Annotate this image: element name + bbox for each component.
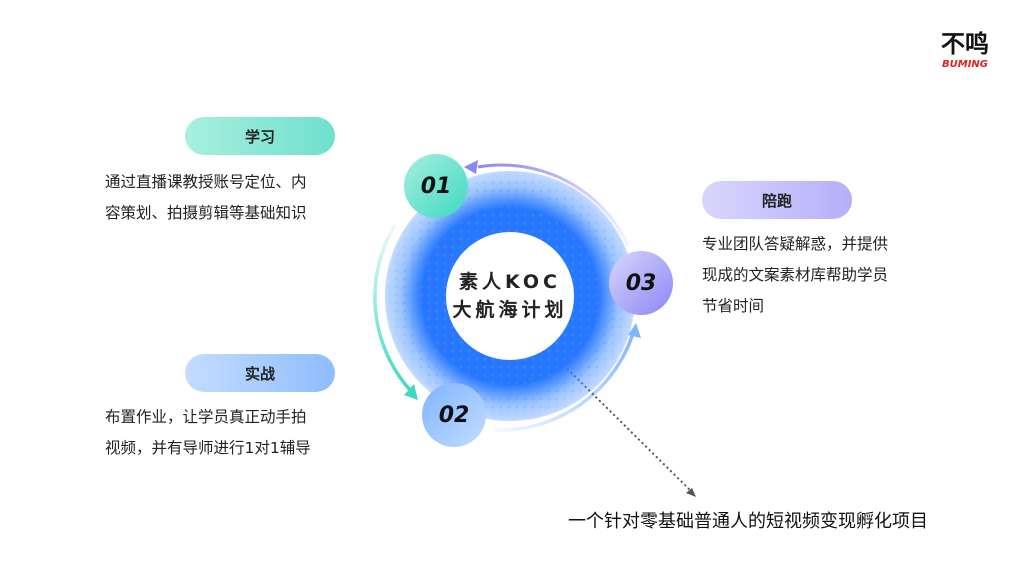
desc-line: 容策划、拍摄剪辑等基础知识 — [105, 204, 307, 222]
step-title-learn: 学习 — [185, 117, 335, 155]
step-number-02: 02 — [422, 383, 486, 447]
step-desc-accompany: 专业团队答疑解惑，并提供 现成的文案素材库帮助学员 节省时间 — [702, 229, 888, 322]
arrow-03-to-01 — [477, 163, 630, 246]
step-title-accompany: 陪跑 — [702, 181, 852, 219]
desc-line: 通过直播课教授账号定位、内 — [105, 173, 307, 191]
arrowhead-01 — [464, 160, 478, 174]
logo: 不鸣 BUMING — [930, 30, 1000, 72]
step-desc-practice: 布置作业，让学员真正动手拍 视频，并有导师进行1对1辅导 — [105, 402, 311, 464]
caption: 一个针对零基础普通人的短视频变现孵化项目 — [568, 511, 928, 532]
arrowhead-02 — [404, 384, 418, 400]
step-number-03: 03 — [609, 251, 673, 315]
desc-line: 节省时间 — [702, 297, 765, 315]
step-desc-learn: 通过直播课教授账号定位、内 容策划、拍摄剪辑等基础知识 — [105, 167, 307, 229]
desc-line: 布置作业，让学员真正动手拍 — [105, 408, 307, 426]
desc-line: 现成的文案素材库帮助学员 — [702, 266, 889, 284]
desc-line: 专业团队答疑解惑，并提供 — [702, 235, 889, 253]
desc-line: 视频，并有导师进行1对1辅导 — [105, 439, 311, 457]
arrow-01-to-02 — [373, 224, 412, 392]
pointer-head-caption — [686, 488, 696, 497]
center-line2: 大航海计划 — [452, 299, 568, 321]
step-title-practice: 实战 — [185, 354, 335, 392]
logo-mark: 不鸣 — [941, 29, 989, 58]
arrow-02-to-03 — [494, 329, 636, 432]
center-line1: 素人KOC — [459, 271, 561, 293]
center-title: 素人KOC 大航海计划 — [446, 232, 574, 360]
logo-subtext: BUMING — [942, 59, 988, 70]
step-number-01: 01 — [404, 154, 468, 218]
arrowhead-03 — [628, 323, 641, 338]
